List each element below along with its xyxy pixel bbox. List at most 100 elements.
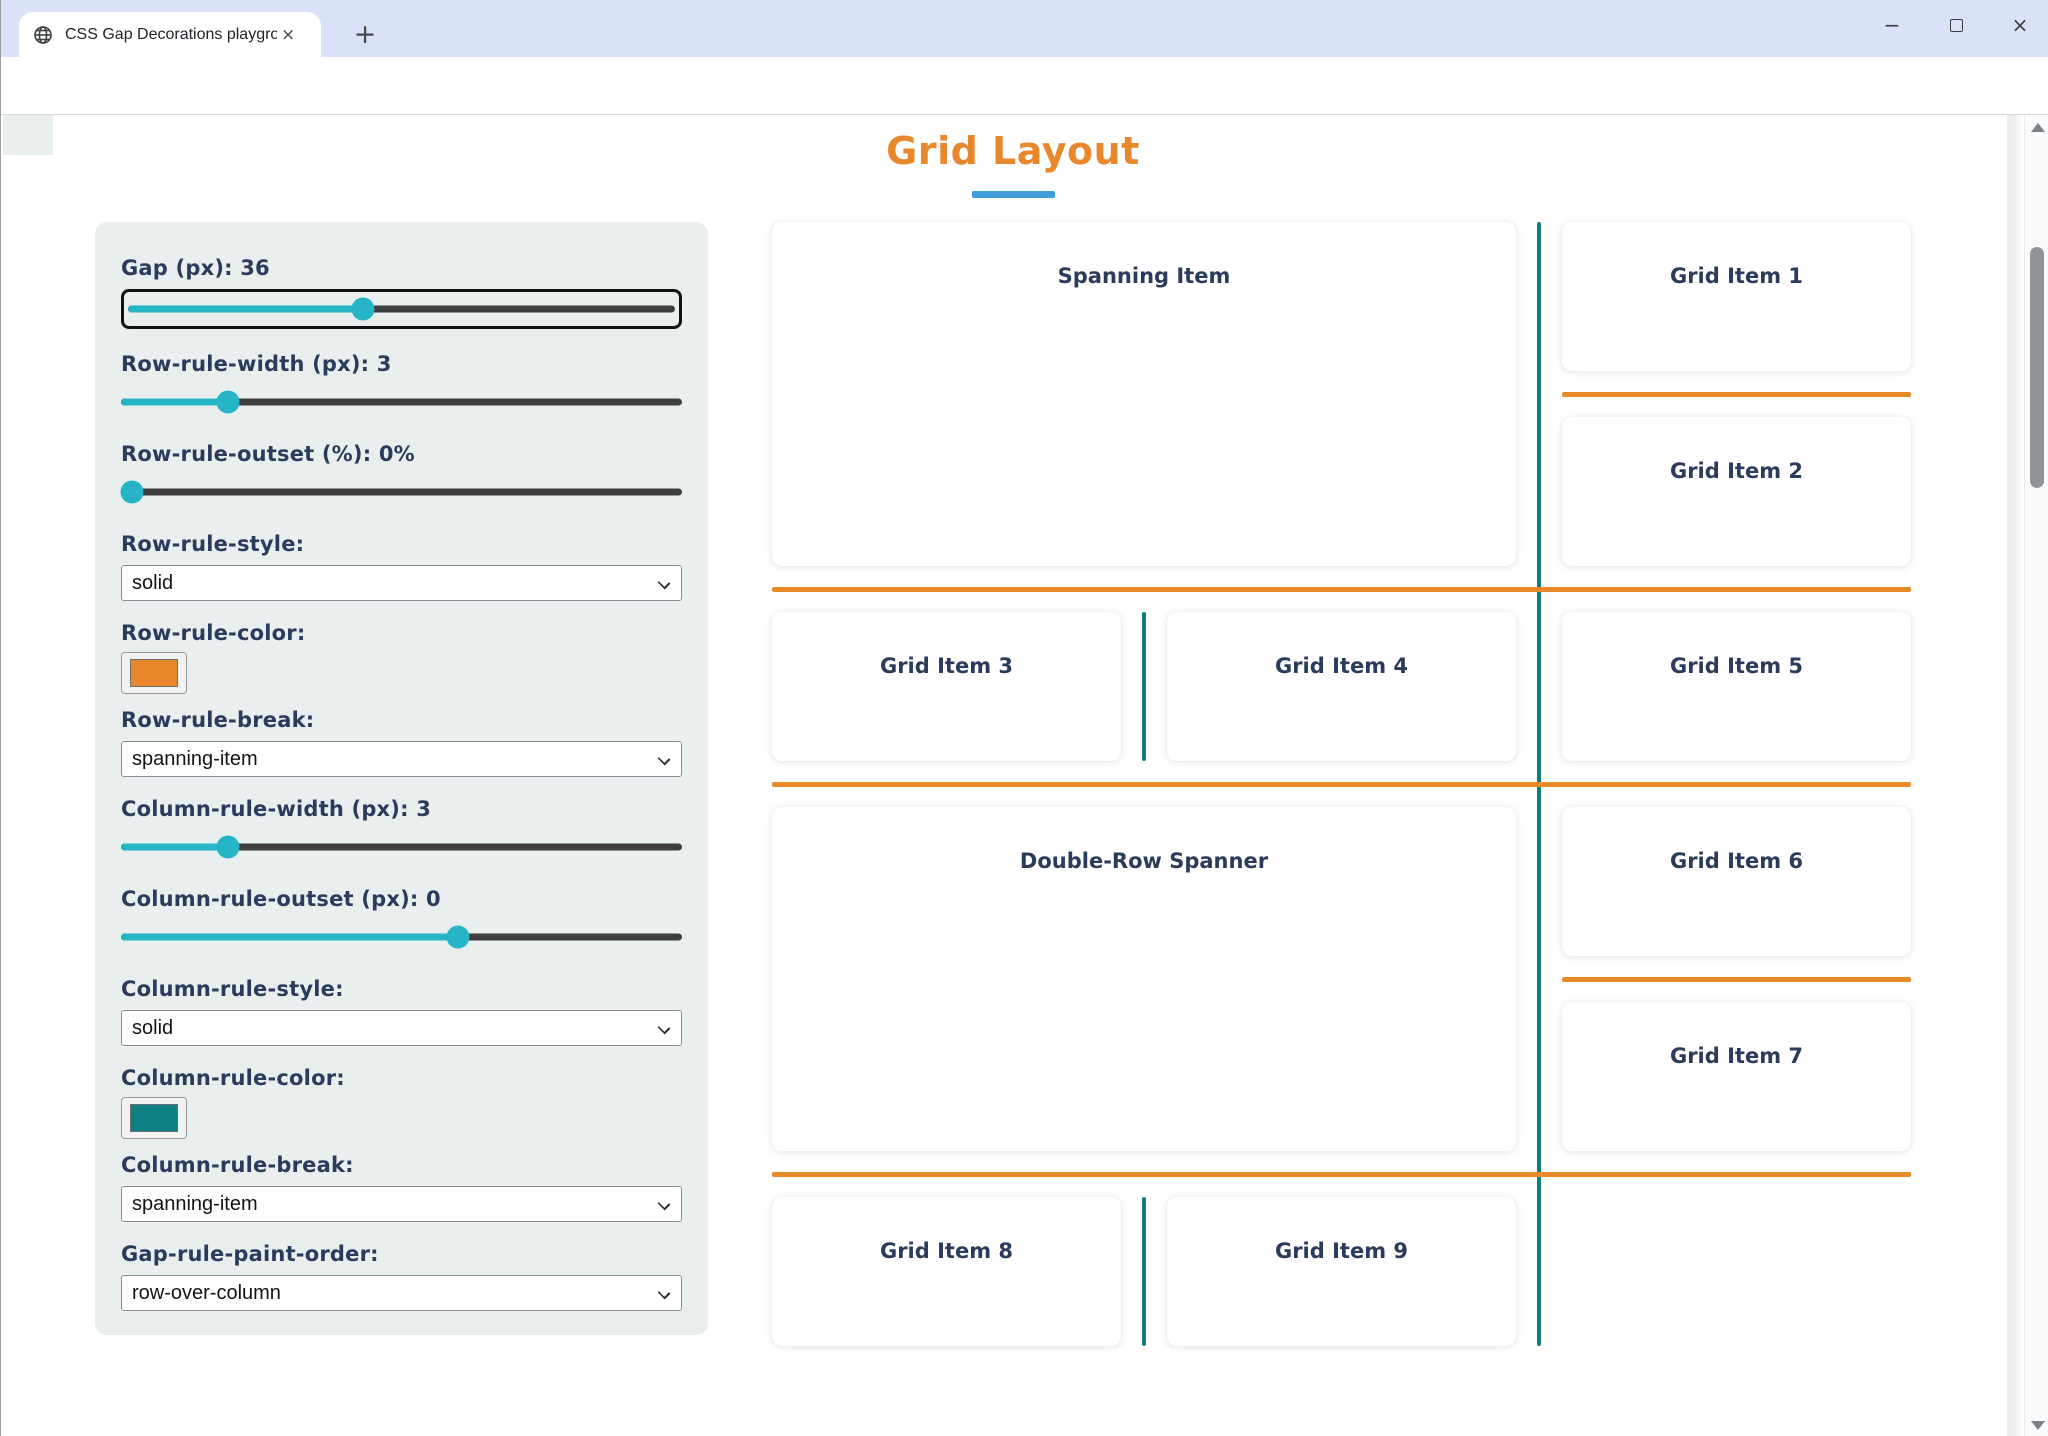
row-rule-full-a [772, 587, 1911, 592]
scrollbar-thumb[interactable] [2030, 247, 2044, 488]
select-value: spanning-item [132, 1192, 258, 1215]
column-rule-width-slider[interactable] [121, 830, 682, 864]
window-controls: − × [1877, 0, 2035, 50]
row-rule-outset-group: Row-rule-outset (%): 0% [120, 441, 682, 509]
slider-thumb[interactable] [446, 925, 470, 949]
column-rule-break-group: Column-rule-break: spanning-item [121, 1152, 682, 1222]
column-rule-break-label: Column-rule-break: [121, 1153, 354, 1177]
slider-thumb[interactable] [216, 390, 240, 414]
grid-card-5: Grid Item 5 [1562, 612, 1911, 761]
grid-card-spanning-item: Spanning Item [772, 222, 1516, 566]
chevron-down-icon [657, 1021, 671, 1035]
column-rule-style-group: Column-rule-style: solid [121, 976, 682, 1046]
select-value: row-over-column [132, 1281, 281, 1304]
column-rule-outset-label: Column-rule-outset (px): 0 [121, 887, 441, 911]
row-rule-color-picker[interactable] [121, 652, 187, 694]
row-rule-width-slider[interactable] [121, 385, 682, 419]
grid-demo-area: Spanning Item Grid Item 1 Grid Item 2 Gr… [772, 222, 1911, 1346]
chevron-down-icon [657, 752, 671, 766]
gap-rule-paint-order-group: Gap-rule-paint-order: row-over-column [121, 1241, 682, 1311]
slider-track [121, 488, 682, 496]
column-rule-color-group: Column-rule-color: [121, 1065, 682, 1139]
grid-card-2: Grid Item 2 [1562, 417, 1911, 566]
column-rule-outset-slider[interactable] [121, 920, 682, 954]
grid-card-1: Grid Item 1 [1562, 222, 1911, 371]
new-tab-button[interactable]: + [353, 18, 377, 50]
grid-card-double-row-spanner: Double-Row Spanner [772, 807, 1516, 1151]
minimize-button[interactable]: − [1883, 13, 1901, 37]
grid-card-9: Grid Item 9 [1167, 1197, 1516, 1346]
maximize-button[interactable] [1941, 10, 1971, 40]
slider-thumb[interactable] [216, 835, 240, 859]
row-rule-break-select[interactable]: spanning-item [121, 741, 682, 777]
slider-fill [121, 843, 228, 851]
chevron-down-icon [657, 576, 671, 590]
row-rule-width-label: Row-rule-width (px): 3 [121, 352, 392, 376]
gap-rule-paint-order-select[interactable]: row-over-column [121, 1275, 682, 1311]
gap-rule-paint-order-label: Gap-rule-paint-order: [121, 1242, 379, 1266]
row-rule-color-group: Row-rule-color: [121, 620, 682, 694]
column-rule-width-label: Column-rule-width (px): 3 [121, 797, 432, 821]
row-rule-color-label: Row-rule-color: [121, 621, 306, 645]
gap-control-group: Gap (px): 36 [121, 255, 682, 329]
gap-slider[interactable] [121, 289, 682, 329]
grid-card-8: Grid Item 8 [772, 1197, 1121, 1346]
title-underline [972, 191, 1055, 198]
slider-thumb[interactable] [351, 297, 375, 321]
slider-fill [121, 933, 458, 941]
row-rule-color-swatch [130, 659, 178, 687]
column-rule-style-select[interactable]: solid [121, 1010, 682, 1046]
row-rule-style-select[interactable]: solid [121, 565, 682, 601]
slider-fill [128, 305, 364, 313]
scrollbar-down-arrow-icon[interactable] [2031, 1421, 2045, 1430]
browser-tab[interactable]: CSS Gap Decorations playgroun × [19, 12, 321, 57]
window-close-button[interactable]: × [2011, 13, 2029, 37]
row-rule-full-c [772, 1172, 1911, 1177]
row-rule-segment-col3-b [1562, 977, 1911, 982]
row-rule-segment-col3-a [1562, 392, 1911, 397]
grid-card-6: Grid Item 6 [1562, 807, 1911, 956]
column-rule-style-label: Column-rule-style: [121, 977, 344, 1001]
row-rule-width-group: Row-rule-width (px): 3 [121, 351, 682, 419]
column-rule-color-label: Column-rule-color: [121, 1066, 345, 1090]
page-content: Grid Layout Gap (px): 36 Row-rule-width … [1, 115, 2048, 1436]
slider-fill [121, 398, 228, 406]
tab-strip: CSS Gap Decorations playgroun × + − × [1, 0, 2048, 57]
browser-toolbar: ← → microsoftedge.github.io/Demos/css-ga… [1, 57, 2048, 164]
gap-label: Gap (px): 36 [121, 256, 270, 280]
grid-container: Spanning Item Grid Item 1 Grid Item 2 Gr… [772, 222, 1911, 1346]
slider-track [128, 305, 675, 313]
select-value: spanning-item [132, 747, 258, 770]
grid-card-3: Grid Item 3 [772, 612, 1121, 761]
controls-panel: Gap (px): 36 Row-rule-width (px): 3 Row-… [95, 222, 708, 1335]
column-rule-color-picker[interactable] [121, 1097, 187, 1139]
row-rule-style-group: Row-rule-style: solid [121, 531, 682, 601]
chevron-down-icon [657, 1197, 671, 1211]
row-rule-style-label: Row-rule-style: [121, 532, 305, 556]
slider-track [121, 933, 682, 941]
column-rule-break-select[interactable]: spanning-item [121, 1186, 682, 1222]
row-rule-break-label: Row-rule-break: [121, 708, 315, 732]
page-scrollbar[interactable] [2024, 115, 2048, 1436]
tab-close-icon[interactable]: × [281, 24, 296, 45]
grid-card-7: Grid Item 7 [1562, 1002, 1911, 1151]
column-rule-row3 [1142, 612, 1146, 761]
slider-thumb[interactable] [120, 480, 144, 504]
slider-track [121, 398, 682, 406]
column-rule-row6 [1142, 1197, 1146, 1346]
select-value: solid [132, 1016, 174, 1039]
select-value: solid [132, 571, 174, 594]
row-rule-break-group: Row-rule-break: spanning-item [121, 707, 682, 777]
row-rule-outset-slider[interactable] [120, 475, 682, 509]
column-rule-width-group: Column-rule-width (px): 3 [121, 796, 682, 864]
row-rule-outset-label: Row-rule-outset (%): 0% [121, 442, 415, 466]
page-title: Grid Layout [886, 129, 1140, 173]
grid-card-4: Grid Item 4 [1167, 612, 1516, 761]
scrollbar-up-arrow-icon[interactable] [2031, 123, 2045, 132]
maximize-icon [1949, 18, 1963, 32]
page-right-margin [2007, 115, 2024, 1436]
column-rule-color-swatch [130, 1104, 178, 1132]
globe-favicon-icon [33, 25, 53, 45]
row-rule-full-b [772, 782, 1911, 787]
